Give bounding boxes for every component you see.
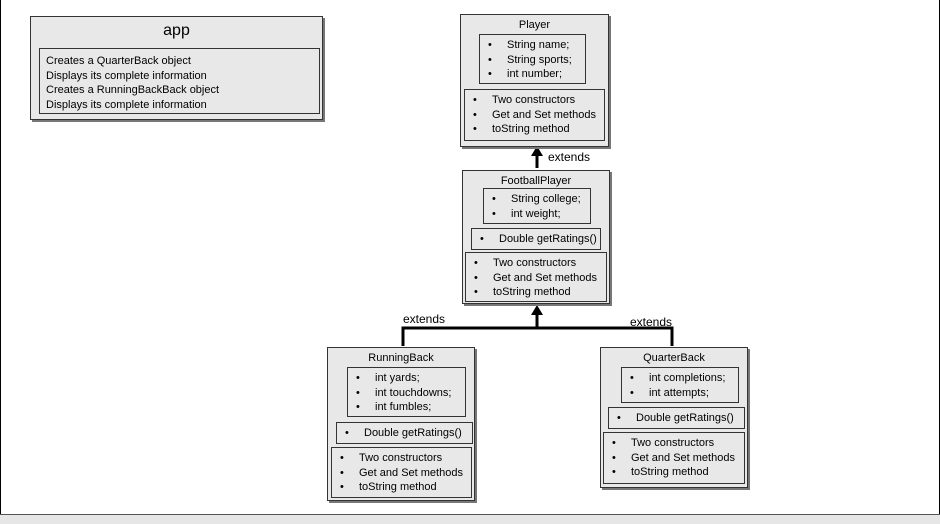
extends-line-runningback <box>401 326 537 346</box>
field-item: int completions; <box>622 371 738 386</box>
method-item: Get and Set methods <box>604 451 744 466</box>
field-item: int attempts; <box>622 386 738 401</box>
field-item: String sports; <box>480 53 585 68</box>
app-title: app <box>163 22 190 39</box>
bottom-scroll-strip <box>0 514 940 524</box>
method-item: toString method <box>332 480 471 495</box>
methods-section: Two constructors Get and Set methods toS… <box>331 447 472 498</box>
extends-label-quarterback: extends <box>630 315 673 329</box>
abstract-method-item: Double getRatings() <box>609 411 744 426</box>
methods-section: Two constructors Get and Set methods toS… <box>464 89 605 141</box>
abstract-method-item: Double getRatings() <box>472 232 600 247</box>
app-description: Creates a QuarterBack object Displays it… <box>39 48 320 114</box>
methods-section: Two constructors Get and Set methods toS… <box>603 432 745 484</box>
class-quarterback: QuarterBack int completions; int attempt… <box>600 347 748 488</box>
class-player: Player String name; String sports; int n… <box>460 14 609 147</box>
app-line: Displays its complete information <box>46 69 207 82</box>
field-item: int weight; <box>484 207 590 222</box>
method-item: Two constructors <box>604 436 744 451</box>
method-item: toString method <box>465 122 604 137</box>
class-runningback: RunningBack int yards; int touchdowns; i… <box>327 347 475 501</box>
class-title: FootballPlayer <box>500 175 572 187</box>
extends-arrowhead-footballplayer <box>531 305 543 315</box>
fields-section: String college; int weight; <box>483 188 591 224</box>
abstract-method-section: Double getRatings() <box>471 228 601 250</box>
fields-section: int completions; int attempts; <box>621 367 739 403</box>
method-item: Get and Set methods <box>466 271 606 286</box>
method-item: Get and Set methods <box>332 466 471 481</box>
field-item: int yards; <box>348 371 465 386</box>
method-item: Get and Set methods <box>465 108 604 123</box>
method-item: toString method <box>604 465 744 480</box>
field-item: String name; <box>480 38 585 53</box>
fields-section: String name; String sports; int number; <box>479 34 586 84</box>
app-line: Creates a RunningBackBack object <box>46 84 220 96</box>
abstract-method-section: Double getRatings() <box>336 422 473 444</box>
class-title: QuarterBack <box>643 352 705 364</box>
class-footballplayer: FootballPlayer String college; int weigh… <box>462 170 610 304</box>
method-item: Two constructors <box>466 256 606 271</box>
class-title: RunningBack <box>368 352 434 364</box>
app-line: Creates a QuarterBack object <box>46 55 191 67</box>
extends-label-runningback: extends <box>403 312 446 326</box>
field-item: int number; <box>480 67 585 82</box>
abstract-method-section: Double getRatings() <box>608 407 745 429</box>
field-item: int fumbles; <box>348 400 465 415</box>
class-title: Player <box>518 19 551 31</box>
extends-label-footballplayer: extends <box>548 150 591 164</box>
extends-line-quarterback <box>537 326 674 346</box>
field-item: int touchdowns; <box>348 386 465 401</box>
field-item: String college; <box>484 192 590 207</box>
extends-arrowhead-player <box>531 146 543 156</box>
abstract-method-item: Double getRatings() <box>337 426 472 441</box>
app-box: app Creates a QuarterBack object Display… <box>30 16 323 120</box>
methods-section: Two constructors Get and Set methods toS… <box>465 252 607 302</box>
app-line: Displays its complete information <box>46 98 207 111</box>
method-item: Two constructors <box>332 451 471 466</box>
method-item: toString method <box>466 285 606 300</box>
fields-section: int yards; int touchdowns; int fumbles; <box>347 367 466 417</box>
method-item: Two constructors <box>465 93 604 108</box>
